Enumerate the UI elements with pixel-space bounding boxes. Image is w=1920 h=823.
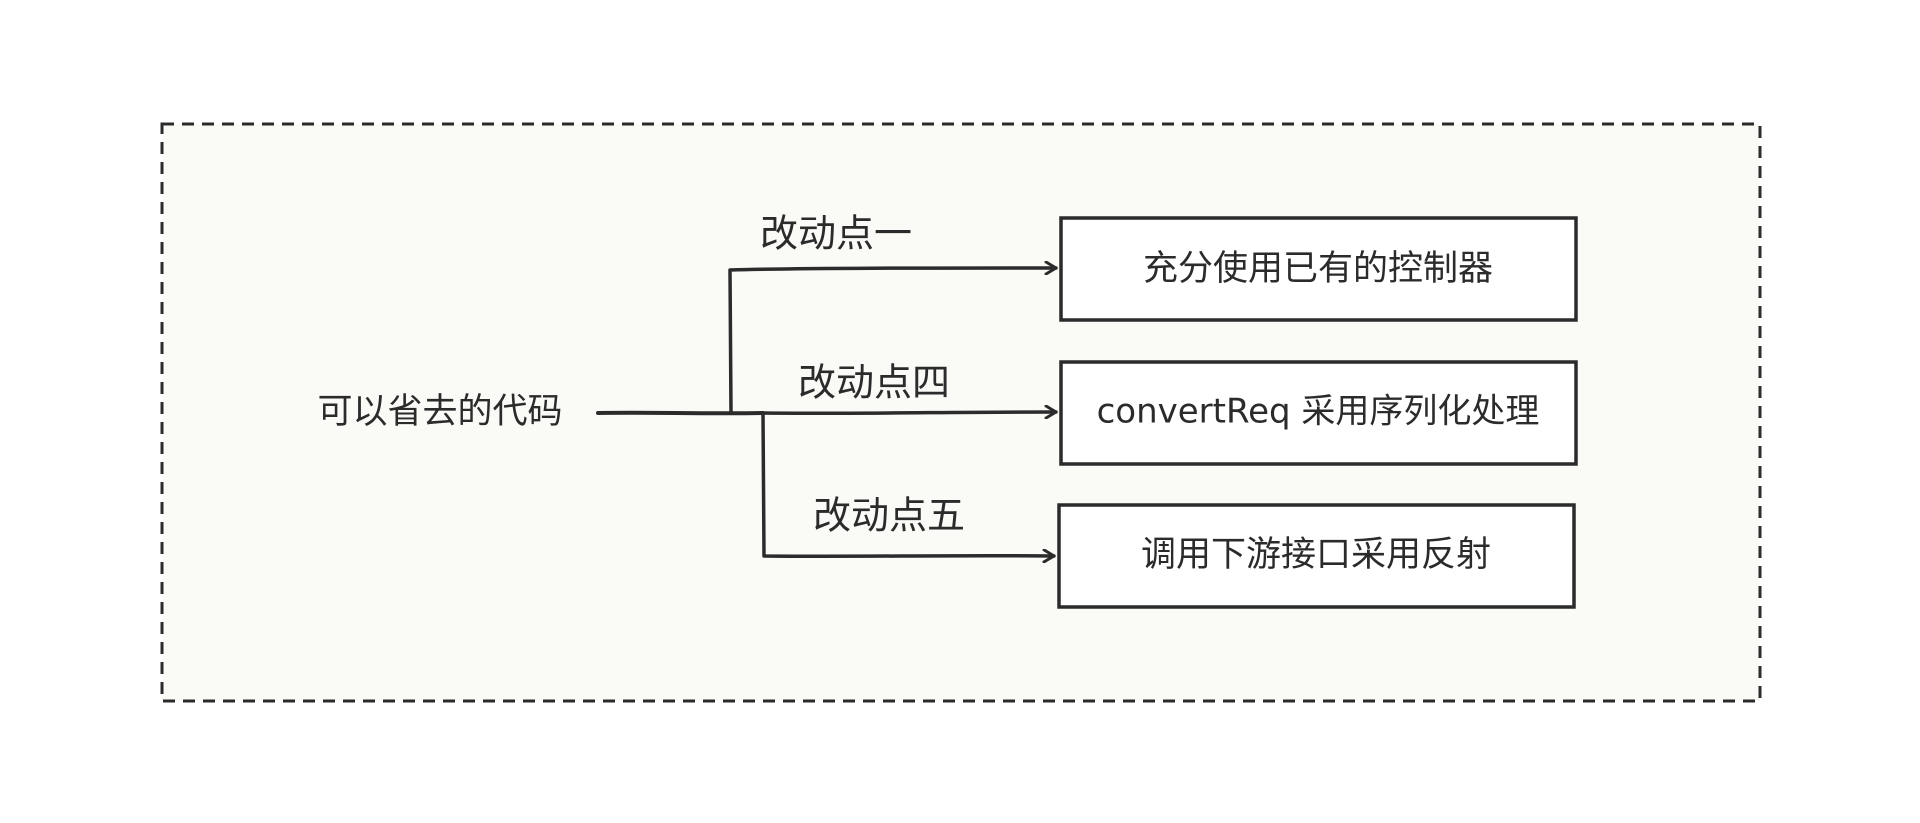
connector-trunk <box>596 410 765 416</box>
target-box-2 <box>1059 360 1578 466</box>
edge-label-2: 改动点四 <box>798 361 950 405</box>
target-label-2: convertReq 采用序列化处理 <box>1097 392 1540 432</box>
source-label: 可以省去的代码 <box>317 392 562 432</box>
connector-branch-3 <box>761 411 1056 556</box>
edge-label-3: 改动点五 <box>813 494 965 538</box>
connector-branch-1 <box>728 268 1058 414</box>
target-label-3: 调用下游接口采用反射 <box>1141 535 1491 575</box>
target-box-1 <box>1059 216 1578 322</box>
edge-label-1: 改动点一 <box>760 212 912 256</box>
connector-branch-2 <box>758 412 1058 413</box>
target-box-3 <box>1057 503 1576 609</box>
target-label-1: 充分使用已有的控制器 <box>1143 249 1493 289</box>
